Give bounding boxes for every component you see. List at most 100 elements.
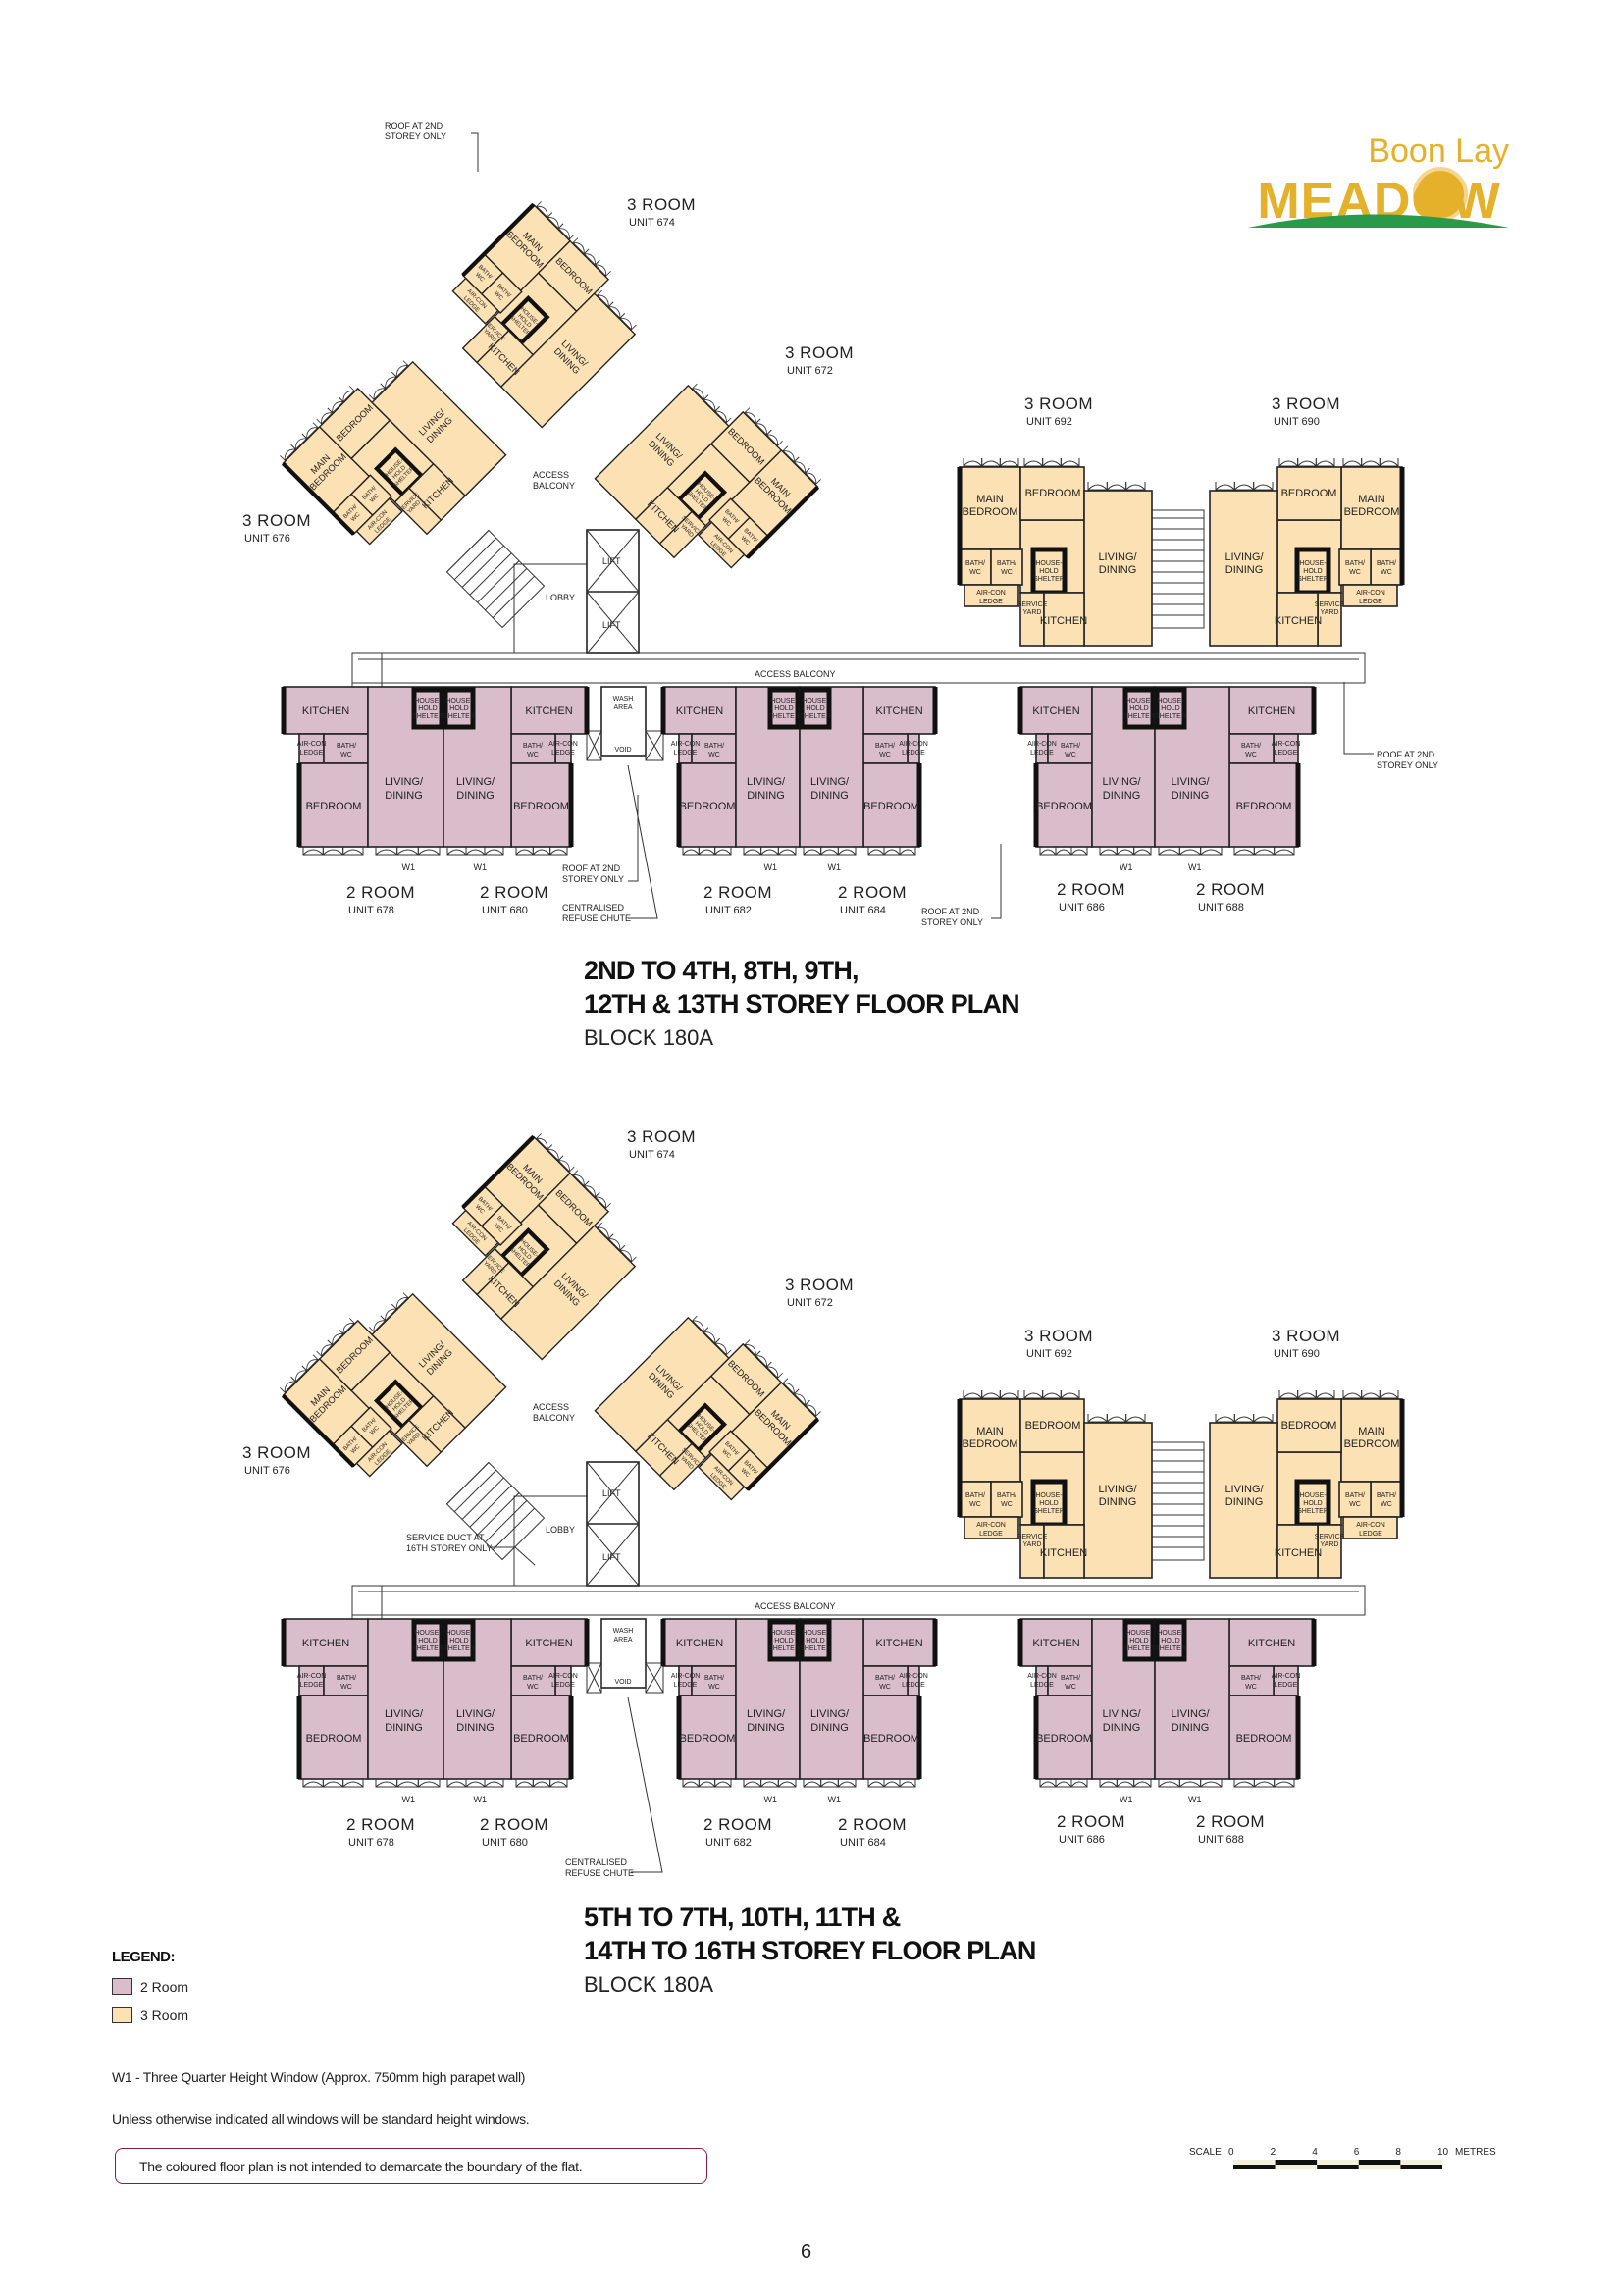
window-marks [1233, 847, 1295, 856]
access-balcony-label: ACCESS [533, 1402, 569, 1412]
scale-segment [1233, 2165, 1276, 2169]
room-label-shelter: HOLD [449, 1638, 468, 1644]
room-label-dining: DINING [747, 1722, 785, 1734]
room-label-ledge: LEDGE [902, 1682, 925, 1689]
unit-type: 3 ROOM [1024, 1327, 1093, 1345]
room-label-shelter: HOLD [1303, 1500, 1322, 1507]
room-label-bath: BATH/ [875, 743, 895, 750]
room-label-bath: BATH/ [337, 1675, 356, 1682]
window-marks [1158, 847, 1223, 856]
room-label-shelter: HOUSE- [1299, 1492, 1327, 1499]
room-label-living: LIVING/ [747, 776, 786, 788]
window-marks [375, 1779, 441, 1788]
two-room-unit: KITCHENBEDROOMLIVING/DININGBATH/WCAIR-CO… [443, 686, 590, 872]
room-label-aircon: AIR-CON [297, 741, 327, 748]
scale-tick: 2 [1271, 2147, 1276, 2158]
logo-hill-icon [1248, 214, 1509, 228]
room-label-service-yard: YARD [1023, 1541, 1042, 1548]
room-label-kitchen: KITCHEN [875, 705, 922, 717]
wash-area-label: WASH [613, 696, 634, 703]
access-balcony-label: ACCESS [533, 470, 569, 480]
room-label-shelter: SHELTER [1123, 713, 1155, 720]
unit-number: UNIT 686 [1059, 902, 1105, 913]
three-room-unit-672: MAINBEDROOMBEDROOMLIVING/DININGBATH/WCBA… [594, 383, 821, 569]
legend-item-2-room: 2 Room [112, 1978, 188, 1995]
lobby-label: LOBBY [546, 1525, 575, 1535]
room-label-wc: WC [879, 1684, 891, 1691]
three-room-unit-674: MAINBEDROOMBEDROOMLIVING/DININGBATH/WCBA… [451, 201, 637, 429]
scale-segment [1317, 2165, 1359, 2169]
two-room-unit: KITCHENBEDROOMLIVING/DININGBATH/WCAIR-CO… [1017, 1618, 1156, 1804]
lift-label: LIFT [602, 1488, 621, 1498]
window-marks [963, 1390, 1019, 1399]
lift-label: LIFT [602, 1552, 621, 1562]
room-label-main-bedroom: MAIN [1358, 1426, 1385, 1437]
unit-type: 2 ROOM [703, 883, 772, 902]
access-balcony-label: ACCESS BALCONY [755, 669, 836, 679]
room-label-ledge: LEDGE [979, 599, 1003, 605]
room-label-shelter: SHELTER [1155, 713, 1186, 720]
window-marks [803, 1779, 857, 1788]
w1-label: W1 [1188, 862, 1202, 872]
room-label-main-bedroom: BEDROOM [1344, 506, 1400, 518]
room-label-bath: BATH/ [1345, 560, 1365, 567]
room-label-shelter: SHELTER [800, 1645, 831, 1652]
unit-number: UNIT 674 [629, 217, 675, 229]
void-label: VOID [614, 747, 631, 754]
room-label-ledge: LEDGE [674, 750, 698, 757]
unit-type: 2 ROOM [703, 1815, 772, 1834]
room-label-ledge: LEDGE [902, 750, 925, 757]
room-label-main-bedroom: BEDROOM [963, 506, 1018, 518]
unit-number: UNIT 678 [348, 905, 394, 916]
staircase [445, 529, 546, 629]
room-label-ledge: LEDGE [1030, 1682, 1054, 1689]
scale-label: SCALE [1189, 2147, 1222, 2158]
unit-number: UNIT 692 [1026, 1348, 1072, 1360]
room-label-service-yard: YARD [1023, 609, 1042, 616]
room-label-kitchen: KITCHEN [525, 705, 572, 717]
room-label-kitchen: KITCHEN [1275, 615, 1322, 627]
roof-note-line2: STOREY ONLY [921, 917, 983, 927]
window-marks [1278, 458, 1335, 467]
room-label-bath: BATH/ [1241, 1675, 1261, 1682]
unit-number: UNIT 686 [1059, 1834, 1105, 1846]
room-label-ledge: LEDGE [300, 1682, 324, 1689]
refuse-note-line1: CENTRALISED [562, 903, 625, 913]
room-label-shelter: SHELTER [443, 713, 475, 720]
room-label-shelter: HOLD [418, 705, 437, 712]
room-label-shelter: SHELTER [768, 1645, 800, 1652]
room-label-dining: DINING [385, 790, 423, 802]
floor-plan-2nd-to-13th: ACCESS BALCONYLOBBYLIFTLIFTWASHAREAVOIDK… [242, 121, 1438, 927]
room-label-wc: WC [969, 569, 981, 576]
two-room-unit: KITCHENBEDROOMLIVING/DININGBATH/WCAIR-CO… [281, 686, 444, 872]
room-label-wc: WC [708, 752, 720, 758]
room-label-aircon: AIR-CON [548, 1673, 578, 1680]
legend-label: 2 Room [140, 1978, 189, 1995]
lift-core [586, 529, 640, 654]
window-marks [572, 1170, 611, 1209]
room-label-aircon: AIR-CON [1272, 741, 1301, 748]
room-label-ledge: LEDGE [300, 750, 324, 757]
room-label-bedroom: BEDROOM [1236, 1733, 1292, 1745]
plan-title-line2: 12TH & 13TH STOREY FLOOR PLAN [584, 989, 1019, 1018]
room-label-kitchen: KITCHEN [1248, 705, 1295, 717]
w1-label: W1 [764, 862, 778, 872]
room-label-shelter: SHELTER [412, 1645, 443, 1652]
scale-tick: 8 [1395, 2147, 1401, 2158]
scale-unit: METRES [1455, 2147, 1496, 2158]
disclaimer-box: The coloured floor plan is not intended … [115, 2148, 707, 2184]
room-label-wc: WC [369, 1425, 381, 1436]
access-balcony-label: ACCESS BALCONY [755, 1601, 836, 1611]
room-label-aircon: AIR-CON [1356, 590, 1385, 597]
room-label-dining: DINING [810, 1722, 849, 1734]
three-room-unit-692: MAINBEDROOMBEDROOMLIVING/DININGBATH/WCBA… [957, 458, 1153, 647]
room-label-shelter: HOUSE- [1157, 1630, 1184, 1637]
scale-segment [1400, 2160, 1442, 2165]
room-label-wc: WC [350, 511, 362, 523]
window-marks [597, 289, 637, 331]
legend-swatch-3-room [112, 2007, 132, 2023]
room-label-kitchen: KITCHEN [1248, 1638, 1295, 1649]
room-label-main-bedroom: MAIN [976, 494, 1004, 505]
